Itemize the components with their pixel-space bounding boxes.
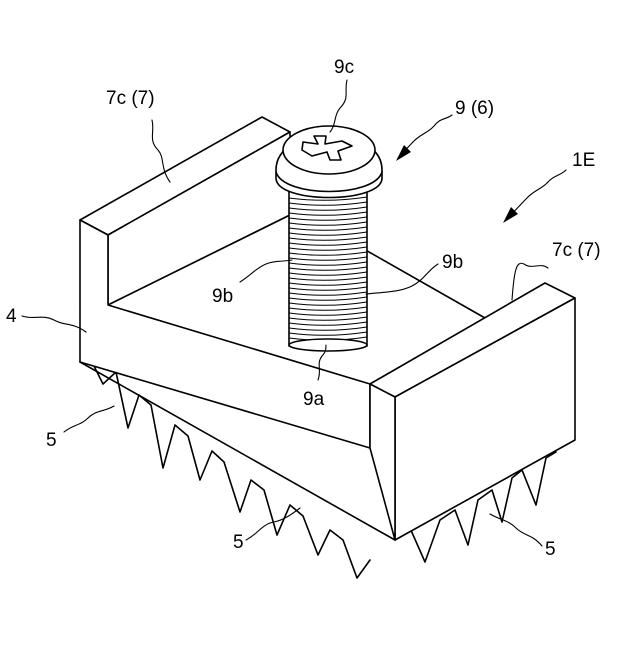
spike-edge xyxy=(522,470,536,505)
leader-spike-left xyxy=(64,406,114,432)
label-thread-right: 9b xyxy=(442,252,463,273)
label-spike-right: 5 xyxy=(545,539,556,560)
leader-screw-head xyxy=(330,80,347,132)
spike-edge xyxy=(224,462,240,512)
leader-spike-right xyxy=(490,514,542,546)
screw xyxy=(276,126,382,351)
label-base: 4 xyxy=(6,306,17,327)
spike-edge xyxy=(455,510,468,545)
label-assembly: 1E xyxy=(572,150,595,171)
label-left-wall: 7c (7) xyxy=(106,88,155,109)
spike-edge xyxy=(303,516,318,555)
right-wall-front xyxy=(370,384,395,540)
leader-base xyxy=(22,316,86,332)
spike-edge xyxy=(264,490,277,535)
spike-edge xyxy=(188,436,200,480)
label-spike-left: 5 xyxy=(46,430,57,451)
label-right-wall: 7c (7) xyxy=(552,240,601,261)
arrow-screw xyxy=(396,145,411,161)
spike-edge xyxy=(343,540,357,578)
label-thread-left: 9b xyxy=(212,286,233,307)
screw-tip xyxy=(289,339,367,351)
label-screw-head: 9c xyxy=(334,57,354,78)
label-screw-tip: 9a xyxy=(303,389,325,410)
spike-edge xyxy=(151,405,163,468)
spike-edge xyxy=(116,372,128,428)
label-screw: 9 (6) xyxy=(455,98,494,119)
label-spike-bottom: 5 xyxy=(233,532,244,553)
